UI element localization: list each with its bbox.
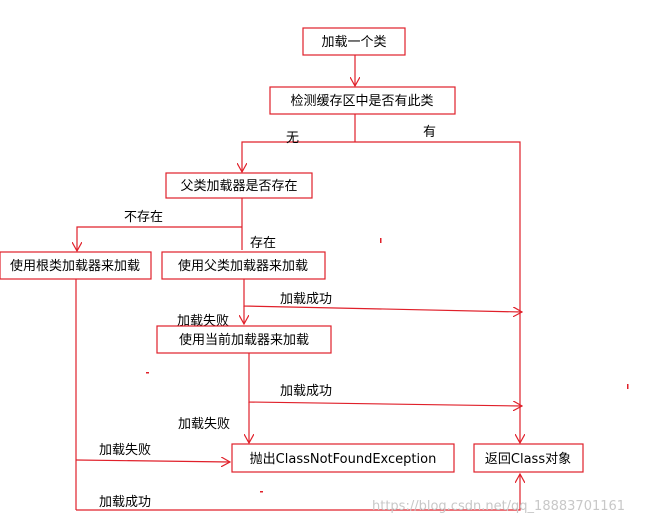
node-use-current-loader-label: 使用当前加载器来加载 [179,332,309,348]
node-return-class-label: 返回Class对象 [485,452,571,467]
node-throw-exception-label: 抛出ClassNotFoundException [250,452,437,467]
edge-labels: 无 有 不存在 存在 加载成功 加载失败 加载成功 加载失败 加载失败 加载成功 [99,125,436,510]
edge-root-success [76,474,520,511]
node-use-parent-loader: 使用父类加载器来加载 [161,251,326,280]
label-parent-fail: 加载失败 [177,314,229,329]
node-load-class-label: 加载一个类 [321,35,386,50]
label-no: 无 [286,131,299,146]
edges [75,55,522,511]
label-parent-success: 加载成功 [280,292,332,307]
edge-root-fail [75,460,230,462]
node-use-root-loader-label: 使用根类加载器来加载 [10,258,140,274]
node-parent-exists: 父类加载器是否存在 [165,172,313,199]
edge-check-no [242,141,355,172]
label-current-success: 加载成功 [280,384,332,399]
label-yes: 有 [423,125,436,140]
edge-check-yes [355,141,520,443]
node-check-cache-label: 检测缓存区中是否有此类 [290,94,433,109]
node-throw-exception: 抛出ClassNotFoundException [231,443,455,473]
node-use-current-loader: 使用当前加载器来加载 [156,325,332,354]
watermark: https://blog.csdn.net/qq_18883701161 [372,499,625,514]
label-not-exists: 不存在 [124,210,163,225]
node-use-parent-loader-label: 使用父类加载器来加载 [178,258,308,274]
node-load-class: 加载一个类 [302,27,406,56]
stray-marks [146,238,629,493]
label-root-success: 加载成功 [99,495,151,510]
node-check-cache: 检测缓存区中是否有此类 [269,86,456,115]
node-parent-exists-label: 父类加载器是否存在 [180,179,297,194]
node-use-root-loader: 使用根类加载器来加载 [0,251,152,280]
node-return-class: 返回Class对象 [473,443,584,473]
label-current-fail: 加载失败 [178,417,230,432]
label-root-fail: 加载失败 [99,443,151,458]
label-exists: 存在 [250,236,276,251]
edge-parent-not-exists [77,226,242,251]
